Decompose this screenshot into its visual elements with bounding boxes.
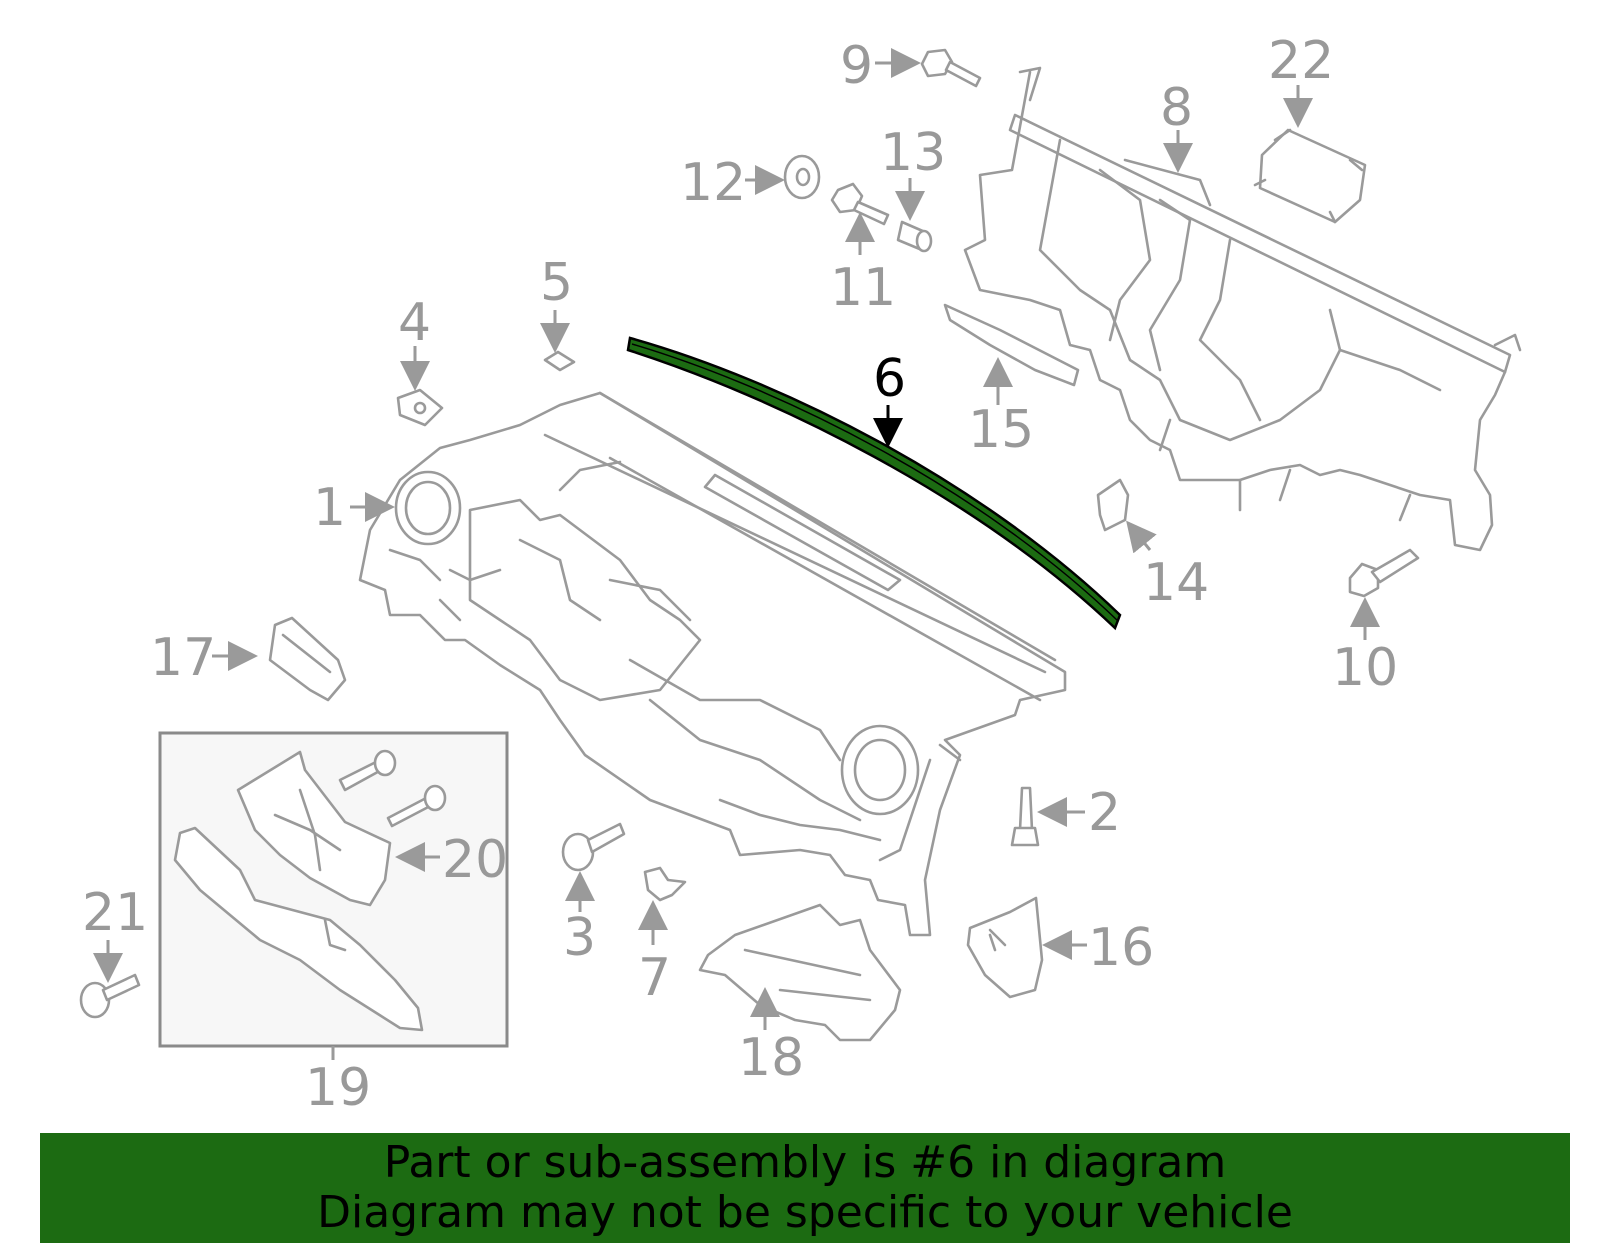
callout-1: 1 [313, 478, 346, 538]
callout-8: 8 [1160, 78, 1193, 138]
callout-22: 22 [1268, 31, 1334, 91]
callout-12: 12 [680, 153, 746, 213]
part-15-bracket [943, 303, 1080, 387]
callout-18: 18 [738, 1028, 804, 1088]
part-4-clip [396, 388, 444, 427]
callout-19: 19 [305, 1058, 371, 1118]
callout-13: 13 [880, 123, 946, 183]
part-10-bolt [1348, 548, 1420, 598]
callout-10: 10 [1332, 638, 1398, 698]
callout-16: 16 [1088, 918, 1154, 978]
part-13-spacer [896, 220, 933, 253]
callout-2: 2 [1088, 783, 1121, 843]
part-18-panel [698, 903, 902, 1042]
part-2-bolt [1010, 786, 1040, 847]
callout-9: 9 [840, 36, 873, 96]
banner-line-2: Diagram may not be specific to your vehi… [317, 1187, 1293, 1238]
part-9-bolt [920, 48, 982, 88]
part-7-clip [643, 866, 687, 902]
part-16-cover [966, 896, 1044, 999]
callout-6: 6 [873, 349, 906, 409]
part-5-clip [543, 350, 576, 372]
cross-car-beam [963, 66, 1522, 552]
callout-labels: 1 2 3 4 5 6 7 8 9 10 11 12 13 14 15 16 1… [82, 31, 1398, 1118]
callout-17: 17 [150, 628, 216, 688]
part-22-module [1253, 128, 1367, 224]
inset-box [158, 731, 509, 1048]
part-12-washer [783, 154, 821, 200]
callout-7: 7 [638, 948, 671, 1008]
callout-15: 15 [968, 400, 1034, 460]
instrument-panel [358, 391, 1067, 937]
info-banner: Part or sub-assembly is #6 in diagram Di… [40, 1133, 1570, 1243]
part-21-screw [79, 973, 141, 1019]
part-14-clip [1096, 478, 1130, 532]
banner-line-1: Part or sub-assembly is #6 in diagram [383, 1137, 1227, 1188]
callout-20: 20 [442, 830, 508, 890]
leader-arrows [93, 48, 1380, 1060]
callout-5: 5 [540, 253, 573, 313]
part-6-highlight [626, 336, 1122, 631]
callout-3: 3 [563, 908, 596, 968]
callout-21: 21 [82, 883, 148, 943]
callout-4: 4 [398, 293, 431, 353]
callout-14: 14 [1143, 553, 1209, 613]
callout-11: 11 [830, 258, 896, 318]
part-17-bracket [268, 616, 347, 702]
part-3-screw [561, 822, 626, 872]
